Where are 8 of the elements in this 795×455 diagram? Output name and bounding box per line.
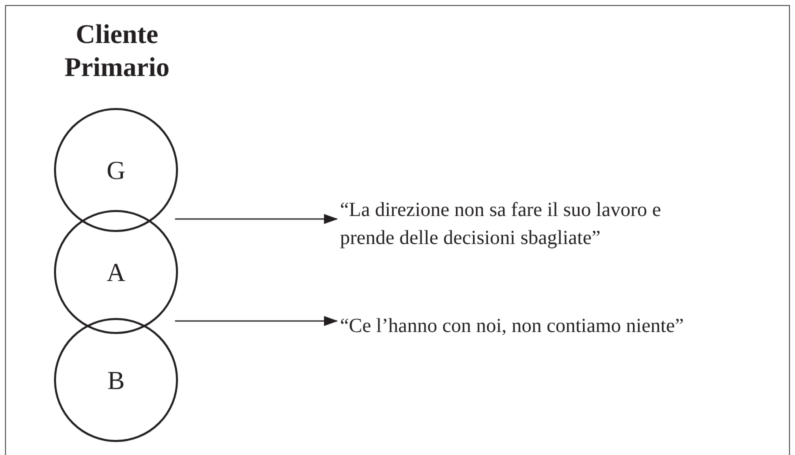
- circle-label: G: [106, 154, 126, 186]
- title: Cliente Primario: [64, 18, 170, 84]
- arrow: [175, 316, 338, 326]
- quote-text: “Ce l’hanno con noi, non contiamo niente”: [340, 312, 780, 340]
- circle-label: A: [106, 256, 126, 288]
- arrow: [175, 214, 338, 224]
- circle-label: B: [107, 364, 125, 396]
- quote-text: “La direzione non sa fare il suo lavoro e prende delle decisioni sbagliate”: [340, 196, 690, 252]
